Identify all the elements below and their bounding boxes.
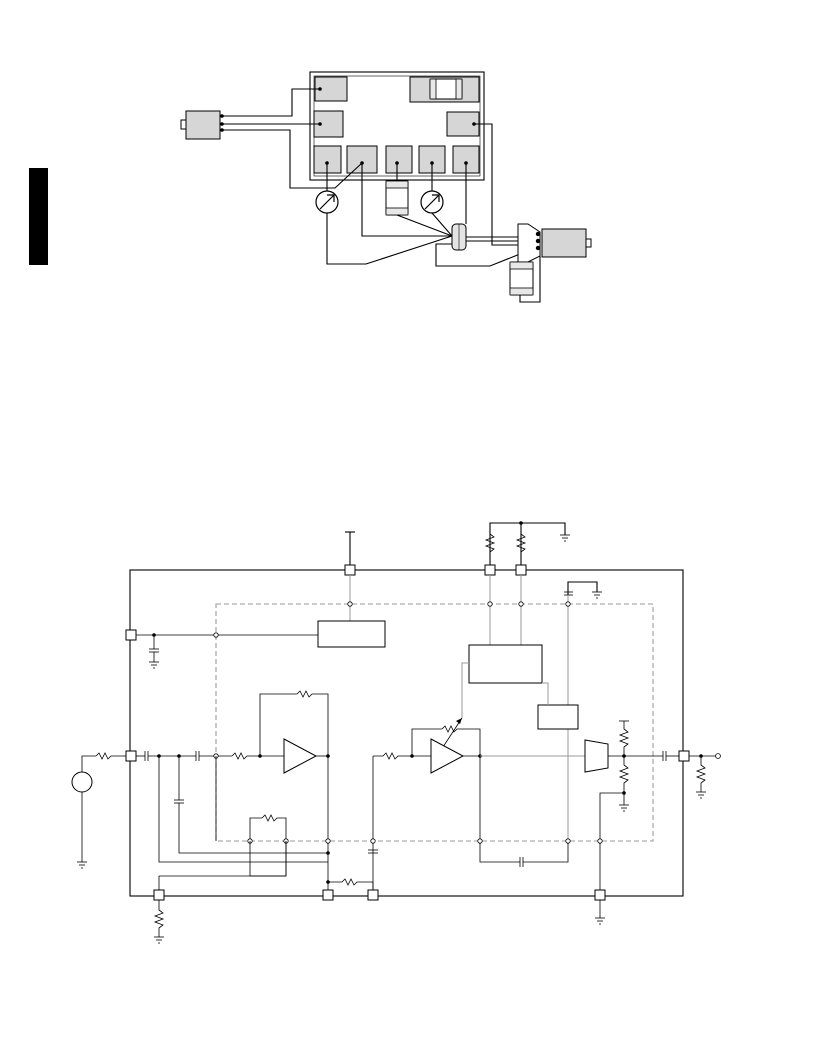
pad-input — [125, 750, 137, 762]
trimmer-pot-right — [420, 190, 444, 214]
ground-symbol-cap — [592, 591, 602, 599]
limiter-block — [537, 704, 579, 730]
package-outline — [129, 569, 684, 897]
pad-output — [678, 750, 690, 762]
pad-control-a — [484, 564, 496, 576]
pad-volume-in — [367, 889, 379, 901]
preamplifier — [283, 738, 318, 774]
chip-capacitor-top — [429, 78, 463, 100]
ground-symbol-filter — [149, 661, 159, 669]
pad-bias — [153, 889, 165, 901]
input-source — [71, 752, 126, 869]
chip-capacitor-middle — [385, 180, 409, 216]
ic-boundary — [215, 603, 654, 842]
battery-contact — [451, 223, 467, 251]
pad-filter — [125, 629, 137, 641]
block-schematic — [71, 521, 721, 944]
pad-ground — [594, 889, 606, 901]
pad-preamp-out — [322, 889, 334, 901]
chip-capacitor-bottom — [509, 261, 534, 296]
regulator-block — [317, 620, 386, 648]
trimmer-pot-left — [315, 190, 339, 214]
bond-pad-7 — [385, 145, 413, 174]
pad-control-b — [515, 564, 527, 576]
section-side-tab — [29, 168, 48, 265]
volume-amplifier — [430, 738, 465, 774]
pad-vcc — [344, 564, 356, 576]
output-driver — [584, 739, 609, 773]
ground-symbol-top-right — [560, 534, 570, 542]
earphone-receiver — [517, 223, 592, 263]
microphone-cartridge — [180, 110, 224, 140]
control-block — [468, 644, 543, 684]
assembly-diagram — [180, 71, 592, 303]
